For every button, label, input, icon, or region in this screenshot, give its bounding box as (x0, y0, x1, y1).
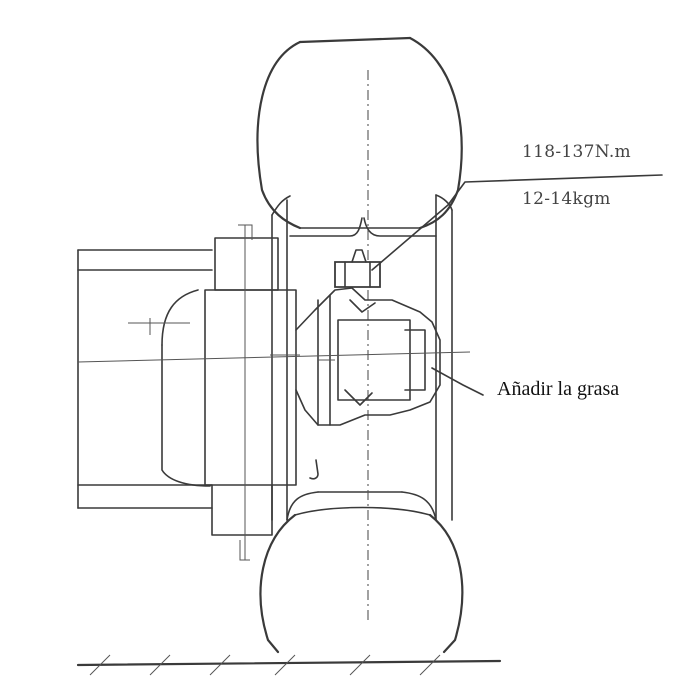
hub-nut (334, 249, 381, 288)
ground (76, 654, 502, 676)
wheel-hub (77, 287, 471, 426)
axle-beam (77, 249, 213, 509)
steering-knuckle (204, 224, 297, 561)
upper-tire (256, 36, 463, 230)
mark-j (309, 459, 319, 480)
grease-label: Añadir la grasa (497, 378, 620, 400)
torque-nm-label: 118-137N.m (522, 142, 631, 162)
torque-kgm-label: 12-14kgm (522, 189, 611, 209)
grease-leader-line (431, 367, 484, 396)
torque-leader-line (371, 174, 663, 271)
wheel-rim (271, 194, 453, 521)
lower-tire (259, 506, 464, 654)
